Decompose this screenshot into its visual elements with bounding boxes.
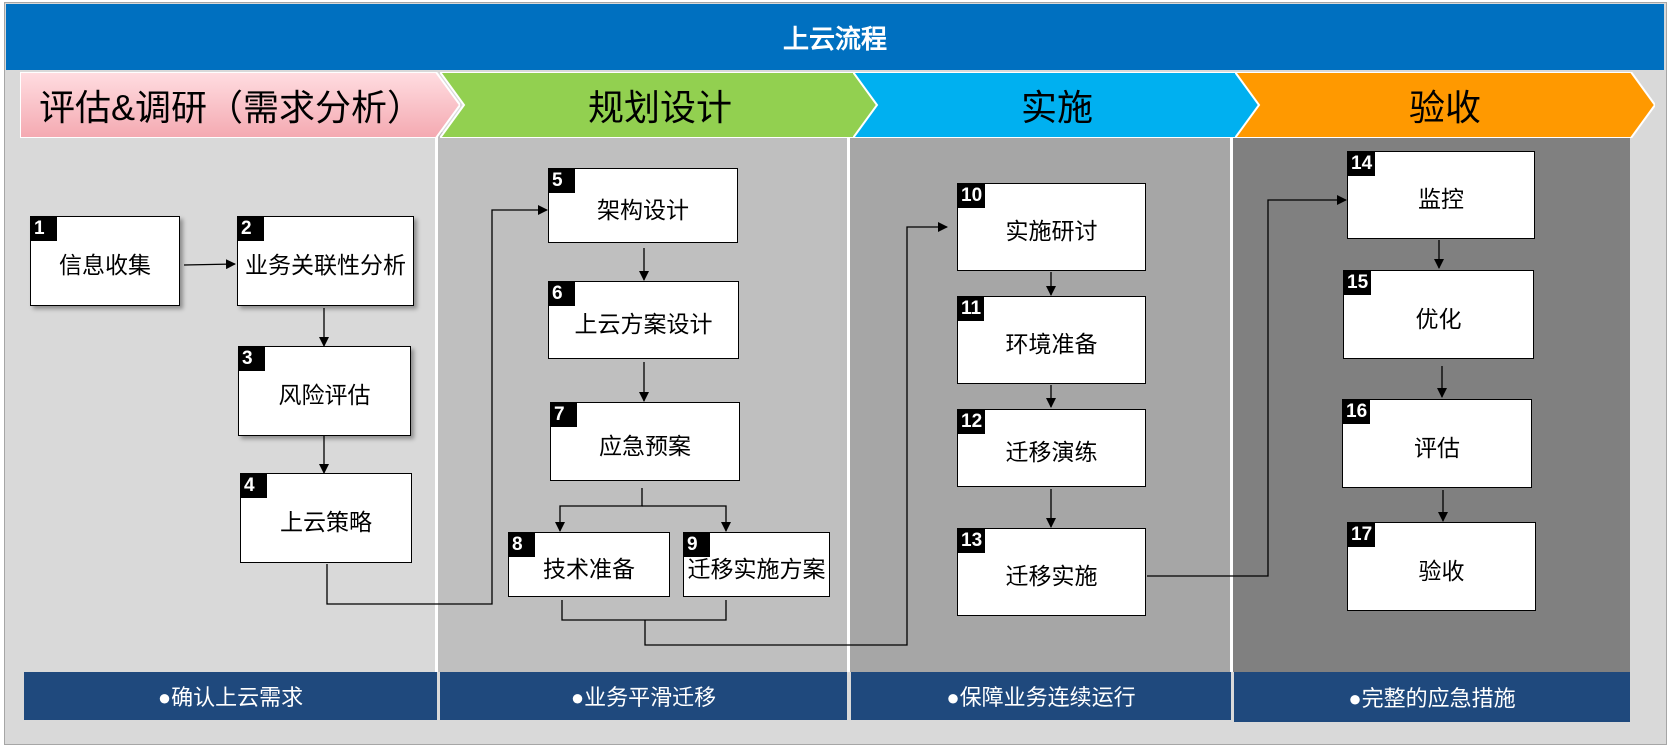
footer-goal-acceptance: ●完整的应急措施 [1234, 672, 1630, 722]
step-box[interactable]: 8 技术准备 [508, 532, 670, 597]
step-label: 迁移演练 [1005, 439, 1098, 465]
step-number: 3 [239, 347, 265, 371]
phase-planning: 规划设计 [440, 72, 880, 138]
step-number: 7 [551, 403, 577, 427]
step-number: 12 [958, 410, 986, 434]
phase-label: 实施 [1020, 87, 1093, 128]
step-box[interactable]: 12 迁移演练 [957, 409, 1146, 487]
step-number: 11 [958, 297, 985, 321]
step-label: 环境准备 [1005, 331, 1098, 357]
chevron-shape [853, 72, 1261, 138]
page-title: 上云流程 [6, 4, 1664, 70]
step-number: 10 [958, 184, 986, 208]
step-box[interactable]: 14 监控 [1347, 151, 1535, 239]
step-number: 4 [241, 474, 267, 498]
chevron-shape [20, 72, 460, 138]
step-label: 评估 [1414, 434, 1460, 461]
step-number: 13 [958, 529, 986, 553]
chevron-shape [440, 72, 880, 138]
step-label: 信息收集 [59, 252, 151, 278]
step-label: 上云策略 [280, 509, 372, 535]
step-label: 迁移实施 [1005, 563, 1098, 589]
step-number: 17 [1348, 523, 1376, 547]
phase-label: 评估&调研（需求分析） [38, 87, 423, 128]
step-label: 优化 [1415, 305, 1462, 332]
step-label: 架构设计 [597, 196, 689, 223]
step-number: 6 [549, 282, 575, 306]
step-box[interactable]: 11 环境准备 [957, 296, 1146, 384]
footer-goal-implementation: ●保障业务连续运行 [851, 672, 1231, 720]
step-label: 监控 [1418, 186, 1464, 212]
phase-acceptance: 验收 [1235, 72, 1655, 138]
step-label: 技术准备 [543, 555, 635, 582]
step-number: 5 [549, 169, 575, 193]
step-number: 1 [31, 217, 57, 241]
step-number: 16 [1343, 400, 1371, 424]
step-label: 实施研讨 [1005, 218, 1098, 244]
step-box[interactable]: 1 信息收集 [30, 216, 180, 306]
step-box[interactable]: 5 架构设计 [548, 168, 738, 243]
step-number: 9 [684, 533, 710, 557]
step-box[interactable]: 15 优化 [1343, 270, 1534, 359]
step-box[interactable]: 6 上云方案设计 [548, 281, 739, 359]
phase-assessment: 评估&调研（需求分析） [20, 72, 460, 138]
step-number: 15 [1344, 271, 1372, 295]
footer-goal-planning: ●业务平滑迁移 [440, 672, 847, 720]
column-divider [1230, 132, 1233, 672]
step-number: 14 [1348, 152, 1376, 176]
step-box[interactable]: 2 业务关联性分析 [237, 216, 414, 306]
step-label: 业务关联性分析 [245, 252, 406, 278]
column-divider [435, 132, 438, 672]
step-box[interactable]: 4 上云策略 [240, 473, 412, 563]
step-box[interactable]: 9 迁移实施方案 [683, 532, 830, 597]
column-divider [847, 132, 850, 672]
step-label: 验收 [1418, 557, 1465, 584]
step-label: 应急预案 [599, 432, 691, 459]
step-box[interactable]: 10 实施研讨 [957, 183, 1146, 271]
step-box[interactable]: 7 应急预案 [550, 402, 740, 481]
phase-label: 验收 [1408, 87, 1481, 128]
step-box[interactable]: 16 评估 [1342, 399, 1532, 488]
step-box[interactable]: 13 迁移实施 [957, 528, 1146, 616]
step-label: 风险评估 [278, 382, 371, 408]
step-box[interactable]: 3 风险评估 [238, 346, 411, 436]
phase-label: 规划设计 [587, 87, 732, 128]
step-number: 2 [238, 217, 264, 241]
step-box[interactable]: 17 验收 [1347, 522, 1536, 611]
chevron-shape [1235, 72, 1655, 138]
step-label: 上云方案设计 [574, 311, 713, 337]
phase-implementation: 实施 [853, 72, 1261, 138]
footer-goal-assessment: ●确认上云需求 [24, 672, 437, 720]
step-number: 8 [509, 533, 535, 557]
